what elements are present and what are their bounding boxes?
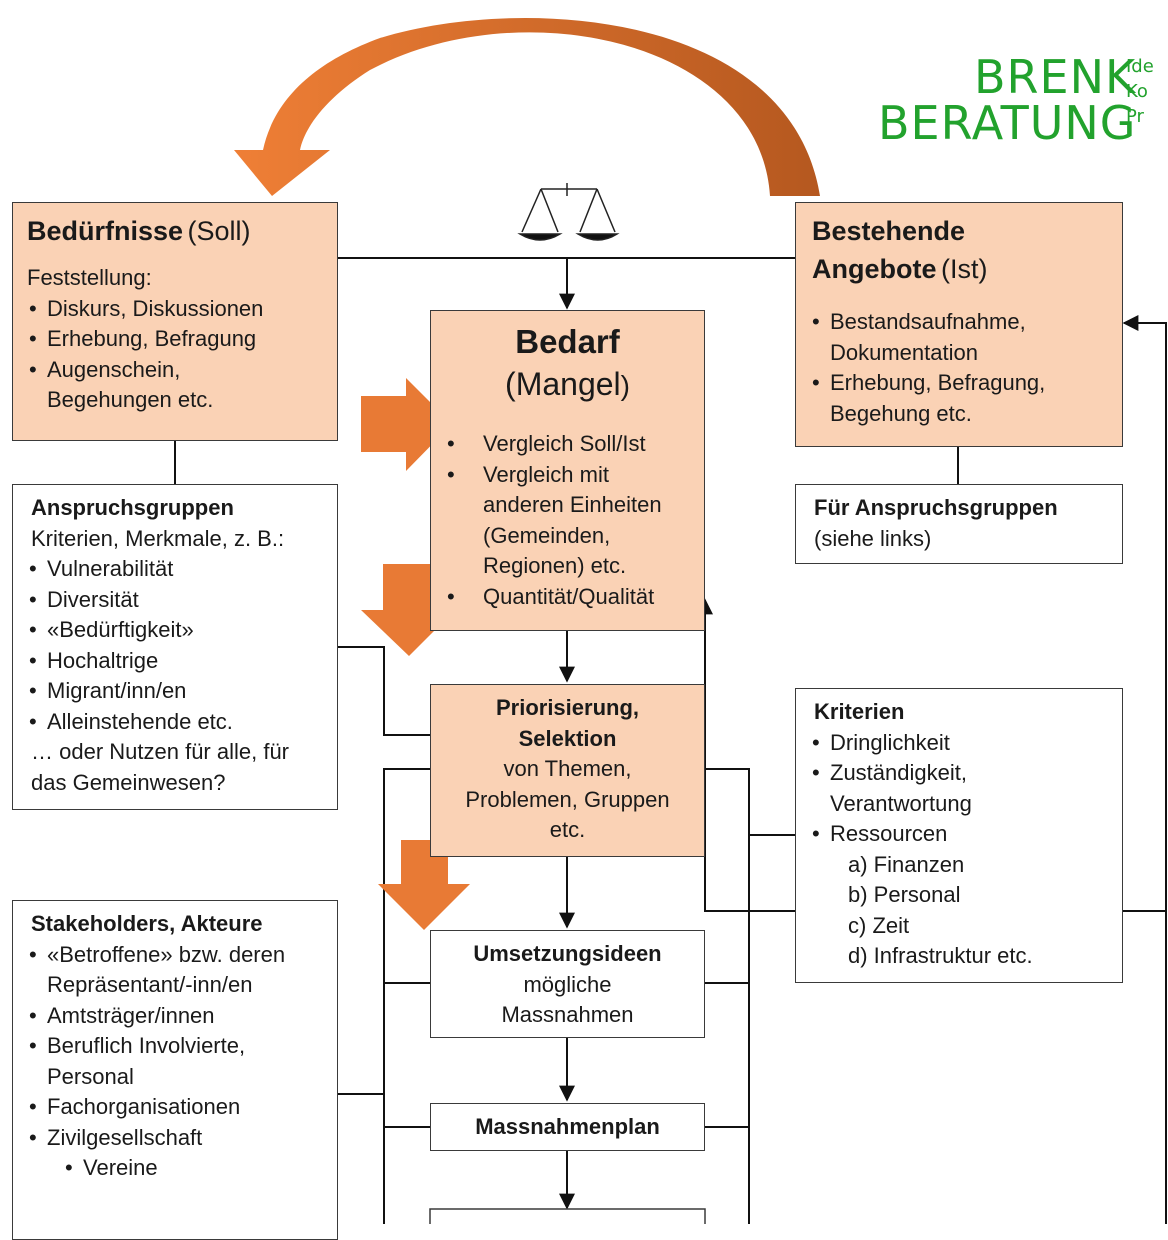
list-item: Erhebung, Befragung (13, 324, 323, 355)
beduerfnisse-title: Bedürfnisse (27, 216, 184, 246)
fuer-anspruchsgruppen-box: Für Anspruchsgruppen (siehe links) (795, 484, 1123, 564)
beduerfnisse-box: Bedürfnisse (Soll) Feststellung: Diskurs… (12, 202, 338, 441)
bedarf-subtitle-text: (Mangel (505, 366, 621, 402)
umsetzungsideen-body: mögliche Massnahmen (501, 971, 634, 1028)
list-item: Zuständigkeit, Verantwortung (796, 758, 1030, 819)
list-item: Vergleich Soll/Ist (431, 429, 704, 460)
sub-list-item: d) Infrastruktur etc. (848, 943, 1033, 968)
umsetzungsideen-box: Umsetzungsideen mögliche Massnahmen (430, 930, 705, 1038)
list-item: «Bedürftigkeit» (13, 615, 319, 646)
angebote-title-line1: Bestehende (812, 216, 966, 246)
sub-list-item: c) Zeit (848, 912, 910, 938)
brenk-beratung-logo: BRENK BERATUNG Ide Ko Pr (878, 50, 1168, 160)
bedarf-list: Vergleich Soll/Ist Vergleich mit anderen… (431, 429, 704, 612)
next-step-box-partial (429, 1208, 706, 1224)
anspruchsgruppen-intro: Kriterien, Merkmale, z. B.: (31, 525, 285, 551)
massnahmenplan-title: Massnahmenplan (475, 1114, 660, 1139)
sub-list-item: b) Personal (848, 882, 961, 907)
list-item: Vergleich mit anderen Einheiten (Gemeind… (431, 460, 693, 582)
priorisierung-box: Priorisierung, Selektion von Themen, Pro… (430, 684, 705, 857)
list-item: Bestandsaufnahme, Dokumentation (796, 307, 1075, 368)
connector-lines (174, 257, 1167, 1224)
priorisierung-title-line1: Priorisierung, (495, 695, 640, 720)
list-item: «Betroffene» bzw. deren Repräsentant/-in… (13, 940, 292, 1001)
fuer-anspruchsgruppen-note: (siehe links) (814, 525, 932, 551)
list-item: Erhebung, Befragung, Begehung etc. (796, 368, 1075, 429)
stakeholders-list: «Betroffene» bzw. deren Repräsentant/-in… (13, 940, 319, 1154)
list-item: Dringlichkeit (796, 728, 1104, 759)
anspruchsgruppen-title: Anspruchsgruppen (31, 495, 234, 520)
list-item: Vulnerabilität (13, 554, 319, 585)
list-item: Hochaltrige (13, 646, 319, 677)
list-item: Fachorganisationen (13, 1092, 319, 1123)
scale-icon (517, 183, 620, 241)
logo-side-text-3: Pr (1126, 106, 1144, 127)
list-item: Ressourcen (796, 819, 1104, 850)
anspruchsgruppen-list: Vulnerabilität Diversität «Bedürftigkeit… (13, 554, 319, 737)
stakeholders-box: Stakeholders, Akteure «Betroffene» bzw. … (12, 900, 338, 1240)
priorisierung-title-line2: Selektion (518, 725, 617, 751)
anspruchsgruppen-outro: … oder Nutzen für alle, für das Gemeinwe… (31, 739, 290, 795)
logo-line-beratung: BERATUNG (878, 96, 1137, 150)
list-item: Diversität (13, 585, 319, 616)
bedarf-title: Bedarf (515, 323, 620, 360)
logo-side-text-2: Ko (1126, 81, 1148, 102)
list-item: Amtsträger/innen (13, 1001, 319, 1032)
list-item: Zivilgesellschaft (13, 1123, 319, 1154)
beduerfnisse-suffix: (Soll) (187, 216, 251, 246)
bedarf-subtitle: (Mangel) (431, 363, 704, 407)
kriterien-title: Kriterien (814, 699, 905, 724)
angebote-title-line2: Angebote (812, 254, 937, 284)
priorisierung-body: von Themen, Problemen, Gruppen etc. (465, 756, 670, 842)
stakeholders-title: Stakeholders, Akteure (31, 911, 263, 936)
beduerfnisse-intro: Feststellung: (27, 265, 152, 290)
list-item: Migrant/inn/en (13, 676, 319, 707)
arrow-right-into-bedarf (361, 378, 452, 471)
logo-line-brenk: BRENK (974, 50, 1137, 104)
stakeholders-sub-list: Vereine (49, 1153, 319, 1184)
list-item: Augenschein, Begehungen etc. (13, 355, 247, 416)
umsetzungsideen-title: Umsetzungsideen (473, 941, 662, 966)
list-item: Beruflich Involvierte, Personal (13, 1031, 292, 1092)
massnahmenplan-box: Massnahmenplan (430, 1103, 705, 1151)
bedarf-box: Bedarf (Mangel) Vergleich Soll/Ist Vergl… (430, 310, 705, 631)
beduerfnisse-list: Diskurs, Diskussionen Erhebung, Befragun… (13, 294, 323, 416)
list-item: Vereine (49, 1153, 319, 1184)
angebote-list: Bestandsaufnahme, Dokumentation Erhebung… (796, 307, 1106, 429)
fuer-anspruchsgruppen-title: Für Anspruchsgruppen (814, 495, 1058, 520)
angebote-suffix: (Ist) (940, 254, 988, 284)
sub-list-item: a) Finanzen (848, 851, 965, 877)
bedarf-subtitle-close: ) (620, 370, 630, 401)
kriterien-sub-list: a) Finanzen b) Personal c) Zeit d) Infra… (814, 850, 1104, 972)
anspruchsgruppen-box: Anspruchsgruppen Kriterien, Merkmale, z.… (12, 484, 338, 810)
list-item: Quantität/Qualität (431, 582, 704, 613)
feedback-curved-arrow (234, 17, 820, 197)
kriterien-box: Kriterien Dringlichkeit Zuständigkeit, V… (795, 688, 1123, 983)
logo-side-text-1: Ide (1126, 56, 1154, 77)
arrow-down-to-umsetzung (378, 840, 470, 930)
angebote-box: Bestehende Angebote (Ist) Bestandsaufnah… (795, 202, 1123, 447)
list-item: Alleinstehende etc. (13, 707, 319, 738)
kriterien-list: Dringlichkeit Zuständigkeit, Verantwortu… (796, 728, 1104, 850)
list-item: Diskurs, Diskussionen (13, 294, 323, 325)
